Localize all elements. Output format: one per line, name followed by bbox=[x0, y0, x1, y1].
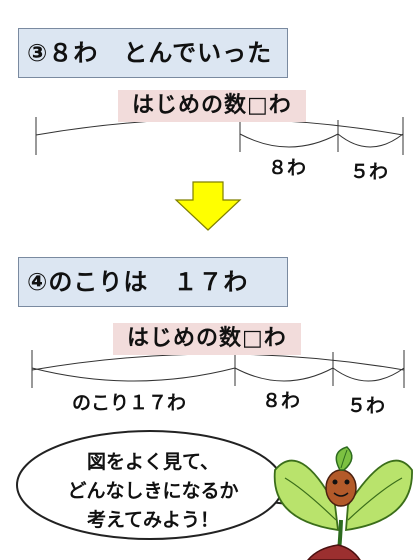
step3-title-box: ③８わ とんでいった bbox=[18, 28, 288, 78]
bubble-line-1: 図をよく見て、 bbox=[86, 451, 220, 473]
step4-title-box: ④のこりは １７わ bbox=[18, 257, 288, 307]
step3-part1-label: ８わ bbox=[268, 157, 307, 179]
step4-part1-brace bbox=[234, 367, 334, 382]
step4-total-label: はじめの数□わ bbox=[113, 323, 301, 355]
step3-title: ③８わ とんでいった bbox=[27, 39, 273, 67]
bubble-line-3: 考えてみよう！ bbox=[86, 509, 220, 531]
step4-part2-label: ５わ bbox=[347, 395, 386, 417]
step3-diagram bbox=[35, 117, 404, 155]
step3-total-label: はじめの数□わ bbox=[118, 90, 306, 122]
bubble-line-2: どんなしきになるか bbox=[67, 480, 239, 502]
down-arrow-icon bbox=[174, 181, 242, 231]
step4-part1-label: ８わ bbox=[262, 390, 301, 412]
step4-remaining-brace bbox=[31, 367, 236, 382]
step4-diagram bbox=[31, 350, 405, 388]
step4-part2-brace bbox=[332, 367, 405, 382]
sprout-character-icon bbox=[273, 446, 413, 560]
step3-part2-label: ５わ bbox=[350, 161, 389, 183]
step3-part1-brace bbox=[239, 133, 339, 148]
bubble-text: 図をよく見て、 どんなしきになるか 考えてみよう！ bbox=[48, 448, 258, 535]
step4-total-brace bbox=[31, 353, 405, 371]
step3-part2-brace bbox=[337, 133, 404, 148]
step4-remaining-label: のこり１７わ bbox=[72, 392, 187, 414]
step4-title: ④のこりは １７わ bbox=[27, 268, 249, 296]
